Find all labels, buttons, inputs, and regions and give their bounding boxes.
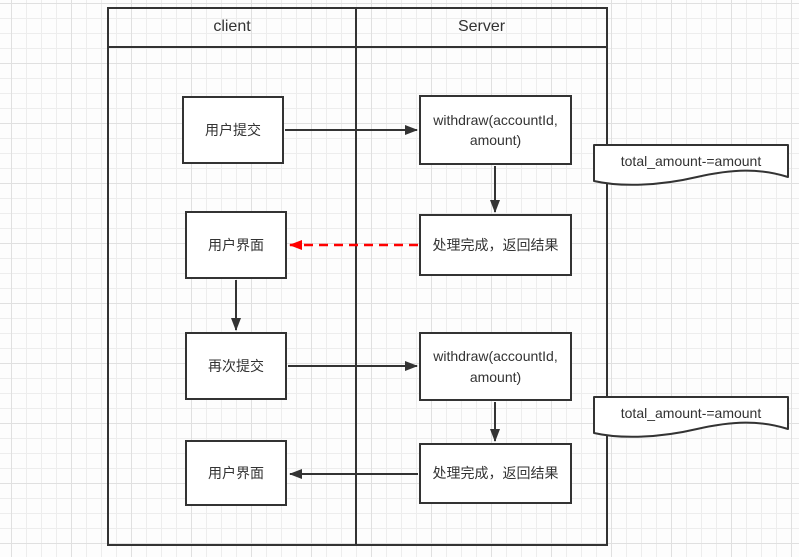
node-result-1[interactable]: 处理完成，返回结果 xyxy=(419,214,572,276)
lane-header-server-label: Server xyxy=(457,17,506,35)
node-result-2[interactable]: 处理完成，返回结果 xyxy=(419,443,572,504)
node-user-interface-2[interactable]: 用户界面 xyxy=(185,440,287,506)
lane-header-client[interactable]: client xyxy=(109,7,355,46)
lane-header-client-label: client xyxy=(213,17,251,35)
node-withdraw-2[interactable]: withdraw(accountId, amount) xyxy=(419,332,572,401)
document-shape-icon xyxy=(593,396,789,438)
node-withdraw-1-label: withdraw(accountId, amount) xyxy=(433,111,558,148)
annotation-2-label: total_amount-=amount xyxy=(620,405,762,421)
node-resubmit-label: 再次提交 xyxy=(208,357,264,374)
node-user-interface-1-label: 用户界面 xyxy=(208,236,264,253)
annotation-document-2[interactable]: total_amount-=amount xyxy=(593,396,789,443)
node-result-1-label: 处理完成，返回结果 xyxy=(432,236,559,253)
lane-header-server[interactable]: Server xyxy=(357,7,606,46)
annotation-1-label: total_amount-=amount xyxy=(620,153,762,169)
pool-header-separator xyxy=(107,46,608,48)
node-user-interface-1[interactable]: 用户界面 xyxy=(185,211,287,279)
node-resubmit[interactable]: 再次提交 xyxy=(185,332,287,400)
document-shape-icon xyxy=(593,144,789,186)
node-result-2-label: 处理完成，返回结果 xyxy=(432,465,559,482)
node-withdraw-2-label: withdraw(accountId, amount) xyxy=(433,348,558,385)
node-user-submit[interactable]: 用户提交 xyxy=(182,96,284,164)
node-user-interface-2-label: 用户界面 xyxy=(208,464,264,481)
node-user-submit-label: 用户提交 xyxy=(205,121,261,138)
annotation-document-1[interactable]: total_amount-=amount xyxy=(593,144,789,191)
lane-divider xyxy=(355,7,357,546)
node-withdraw-1[interactable]: withdraw(accountId, amount) xyxy=(419,95,572,165)
swimlane-pool[interactable] xyxy=(107,7,608,546)
